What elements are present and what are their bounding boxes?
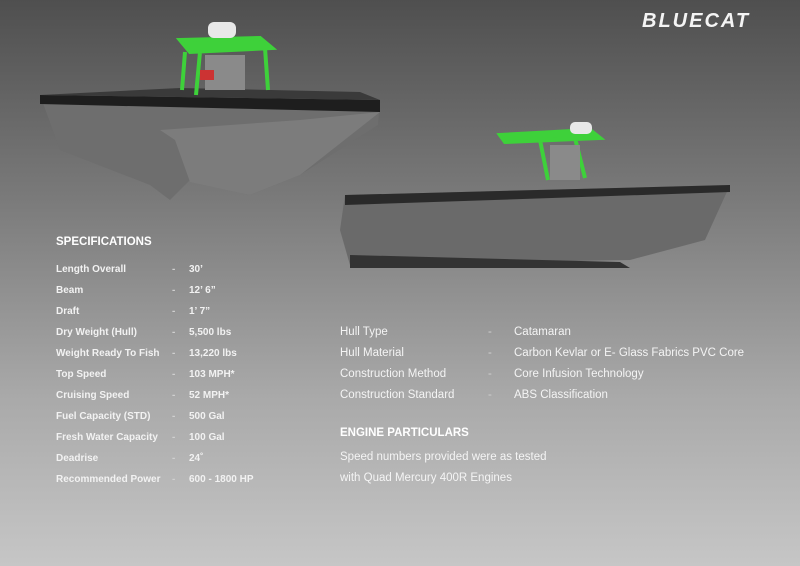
spec-label: Fresh Water Capacity [56, 432, 158, 443]
spec-label: Deadrise [56, 453, 99, 464]
separator: - [172, 306, 176, 317]
spec-label: Cruising Speed [56, 390, 130, 401]
boat-front-view [40, 22, 380, 200]
separator: - [172, 432, 176, 443]
separator: - [488, 389, 492, 401]
spec-value: 103 MPH* [189, 369, 235, 380]
separator: - [172, 264, 176, 275]
spec-value: 5,500 lbs [189, 327, 232, 338]
spec-row: Cruising Speed - 52 MPH* [56, 390, 316, 404]
spec-label: Weight Ready To Fish [56, 348, 160, 359]
hull-label: Hull Type [340, 326, 388, 338]
spec-value: 24˚ [189, 453, 204, 464]
spec-row: Recommended Power- 600 - 1800 HP [56, 474, 316, 488]
spec-row: Top Speed - 103 MPH* [56, 369, 316, 383]
spec-row: Deadrise - 24˚ [56, 453, 316, 467]
separator: - [172, 327, 176, 338]
separator: - [172, 348, 176, 359]
spec-label: Top Speed [56, 369, 107, 380]
separator: - [172, 390, 176, 401]
spec-label: Length Overall [56, 264, 127, 275]
separator: - [172, 453, 176, 464]
separator: - [172, 369, 176, 380]
separator: - [488, 347, 492, 359]
separator: - [488, 368, 492, 380]
separator: - [172, 411, 176, 422]
spec-label: Recommended Power [56, 474, 161, 485]
spec-value: 12’ 6” [189, 285, 216, 296]
engine-note-line1: Speed numbers provided were as tested [340, 451, 547, 463]
spec-value: 52 MPH* [189, 390, 230, 401]
spec-row: Draft - 1’ 7” [56, 306, 316, 320]
spec-row: Length Overall - 30’ [56, 264, 316, 278]
separator: - [172, 474, 176, 485]
spec-row: Weight Ready To Fish - 13,220 lbs [56, 348, 316, 362]
spec-row: Dry Weight (Hull) - 5,500 lbs [56, 327, 316, 341]
engine-note-line2: with Quad Mercury 400R Engines [340, 472, 512, 484]
hull-value: Core Infusion Technology [514, 368, 644, 380]
hull-label: Construction Standard [340, 389, 455, 401]
separator: - [488, 326, 492, 338]
hull-value: Carbon Kevlar or E- Glass Fabrics PVC Co… [514, 347, 745, 359]
spec-label: Draft [56, 306, 80, 317]
hull-value: ABS Classification [514, 389, 608, 401]
spec-value: 30’ [189, 264, 203, 275]
spec-label: Dry Weight (Hull) [56, 327, 137, 338]
hull-value: Catamaran [514, 326, 571, 338]
hull-row: Construction Method - Core Infusion Techno… [340, 368, 760, 383]
separator: - [172, 285, 176, 296]
boat-side-view [340, 122, 730, 268]
hull-row: Hull Type - Catamaran [340, 326, 760, 341]
spec-value: 100 Gal [189, 432, 225, 443]
hull-row: Construction Standard - ABS Classification [340, 389, 760, 404]
spec-row: Beam - 12’ 6” [56, 285, 316, 299]
spec-value: 500 Gal [189, 411, 225, 422]
spec-value: 13,220 lbs [189, 348, 237, 359]
engine-heading: ENGINE PARTICULARS [340, 427, 469, 439]
hull-label: Hull Material [340, 347, 404, 359]
hull-label: Construction Method [340, 368, 447, 380]
spec-value: 1’ 7” [189, 306, 211, 317]
brand-logo: BLUECAT [642, 10, 751, 32]
spec-row: Fuel Capacity (STD) - 500 Gal [56, 411, 316, 425]
spec-value: 600 - 1800 HP [189, 474, 254, 485]
spec-label: Fuel Capacity (STD) [56, 411, 151, 422]
hull-row: Hull Material - Carbon Kevlar or E- Glass … [340, 347, 760, 362]
spec-row: Fresh Water Capacity - 100 Gal [56, 432, 316, 446]
spec-label: Beam [56, 285, 84, 296]
specifications-heading: SPECIFICATIONS [56, 236, 152, 248]
